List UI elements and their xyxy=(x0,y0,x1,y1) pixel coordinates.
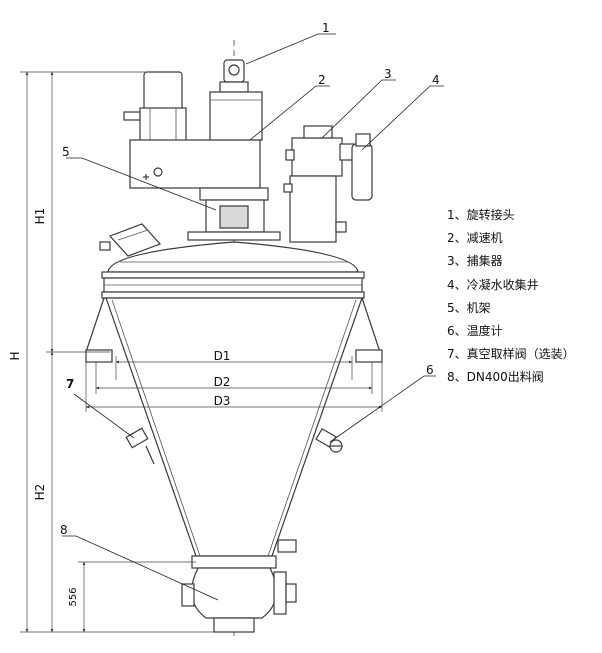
dust-collector xyxy=(283,125,355,243)
callout-4: 4 xyxy=(432,73,440,87)
legend-item: 5、机架 xyxy=(447,300,491,315)
callout-5: 5 xyxy=(62,145,70,159)
top-cover xyxy=(101,241,365,299)
dim-d3: D3 xyxy=(214,394,231,408)
dim-h: H xyxy=(8,351,22,360)
legend-item: 1、旋转接头 xyxy=(447,208,515,222)
callout-3: 3 xyxy=(384,67,392,81)
legend-item: 2、减速机 xyxy=(447,231,503,246)
legend-item: 8、DN400出料阀 xyxy=(447,370,544,385)
callout-6: 6 xyxy=(426,363,434,377)
condensate-well xyxy=(351,133,373,201)
legend-item: 6、温度计 xyxy=(447,323,503,338)
sampling-valve xyxy=(125,427,155,465)
gear-reducer xyxy=(123,71,263,189)
support-ears xyxy=(85,349,383,363)
cone-body xyxy=(85,297,381,557)
legend-item: 3、捕集器 xyxy=(447,254,503,269)
legend-item: 7、真空取样阀（选装） xyxy=(447,347,575,362)
rotary-joint xyxy=(219,59,249,93)
frame xyxy=(187,187,281,241)
callout-1: 1 xyxy=(322,21,330,35)
legend-item: 4、冷凝水收集井 xyxy=(447,277,539,292)
dim-d1: D1 xyxy=(214,349,231,363)
callout-2: 2 xyxy=(318,73,326,87)
callout-7: 7 xyxy=(66,377,74,391)
side-nozzle xyxy=(277,539,297,553)
dim-h2: H2 xyxy=(33,484,47,501)
dim-h1: H1 xyxy=(33,208,47,225)
thermometer xyxy=(315,427,343,453)
dimension-lines xyxy=(20,71,383,633)
dim-d2: D2 xyxy=(214,375,231,389)
dim-556: 556 xyxy=(68,587,79,606)
discharge-valve xyxy=(181,555,297,633)
callout-leaders xyxy=(62,33,444,601)
parts-legend: 1、旋转接头 2、减速机 3、捕集器 4、冷凝水收集井 5、机架 6、温度计 7… xyxy=(447,205,575,391)
manhole xyxy=(99,223,162,257)
callout-8: 8 xyxy=(60,523,68,537)
